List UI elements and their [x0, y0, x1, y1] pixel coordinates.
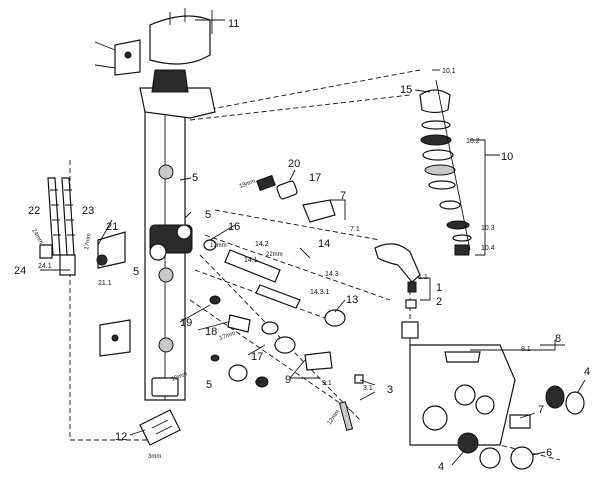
dimension-22mm: 22mm — [266, 252, 283, 258]
body-jet-middle — [158, 267, 174, 283]
callout-14-1: 14.1 — [244, 257, 258, 264]
callout-18: 18 — [205, 326, 217, 338]
mounting-key — [139, 409, 181, 446]
callout-11: 11 — [228, 18, 239, 30]
callout-21: 21 — [106, 221, 118, 233]
body-jet-upper — [158, 164, 174, 180]
callout-1: 1 — [436, 282, 442, 294]
callout-22: 22 — [28, 205, 40, 217]
mounting-plate — [96, 231, 126, 269]
dimension-17mm-lower: 17mm — [219, 331, 237, 342]
callout-3: 3 — [387, 384, 393, 396]
callout-7-lower: 7 — [538, 404, 544, 416]
callout-5-left: 5 — [133, 266, 139, 278]
callout-2: 2 — [436, 296, 442, 308]
callout-14: 14 — [318, 238, 330, 250]
callout-24-1: 24.1 — [38, 263, 52, 270]
callout-17-lower: 17 — [251, 351, 263, 363]
dimension-24mm: 24mm — [30, 228, 44, 245]
callout-5-right: 5 — [205, 209, 211, 221]
callout-19: 19 — [180, 317, 192, 329]
dimension-10mm: 10mm — [171, 372, 189, 383]
wall-bracket-upper — [94, 39, 141, 76]
cartridge-parts — [203, 174, 364, 431]
callout-13: 13 — [346, 294, 358, 306]
callout-9: 9 — [285, 374, 291, 386]
callout-10-1: 10.1 — [442, 68, 456, 75]
callout-14-2: 14.2 — [255, 241, 269, 248]
callout-10-4: 10.4 — [481, 245, 495, 252]
callout-5-upper: 5 — [192, 172, 198, 184]
dimension-3mm: 3mm — [148, 454, 161, 460]
callout-10-3: 10.3 — [481, 225, 495, 232]
dimension-17mm-left: 17mm — [84, 233, 93, 250]
callout-12: 12 — [115, 431, 127, 443]
callout-14-3-1: 14.3.1 — [310, 289, 330, 296]
callout-20: 20 — [288, 158, 300, 170]
callout-10-2: 10.2 — [466, 138, 480, 145]
callout-9-1: 9.1 — [322, 380, 332, 387]
leader-lines — [40, 10, 586, 466]
control-panel — [409, 344, 516, 446]
callout-4-bottom: 4 — [438, 461, 444, 473]
hand-shower — [374, 243, 421, 309]
callout-7-upper: 7 — [340, 190, 346, 202]
callout-14-3: 14.3 — [325, 271, 339, 278]
callout-7-1: 7.1 — [350, 226, 360, 233]
callout-17-upper: 17 — [309, 172, 321, 184]
dimension-17mm-upper: 17mm — [210, 243, 227, 249]
head-shower-assembly — [419, 79, 472, 256]
callout-21-1: 21.1 — [98, 280, 112, 287]
wall-bracket-lower — [99, 319, 131, 357]
callout-24: 24 — [14, 265, 26, 277]
top-cover — [149, 8, 211, 65]
callout-labels: 11 15 10.1 10.2 10 10.3 10.4 5 5 5 5 20 … — [14, 18, 590, 473]
callout-1-1: 1.1 — [418, 274, 428, 281]
callout-8: 8 — [555, 333, 561, 345]
callout-6: 6 — [546, 447, 552, 459]
callout-16: 16 — [228, 221, 240, 233]
dimension-12mm: 12mm — [327, 409, 341, 426]
connection-hoses — [47, 177, 75, 256]
dimension-19mm: 19mm — [239, 179, 257, 190]
callout-5-lower: 5 — [206, 379, 212, 391]
callout-15: 15 — [400, 84, 412, 96]
control-knobs — [457, 385, 585, 470]
callout-23: 23 — [82, 205, 94, 217]
callout-4-right: 4 — [584, 366, 590, 378]
callout-8-1: 8.1 — [521, 346, 531, 353]
callout-10: 10 — [501, 151, 513, 163]
callout-3-1: 3.1 — [363, 385, 373, 392]
body-jet-lower — [158, 337, 174, 353]
shower-column — [139, 69, 216, 401]
